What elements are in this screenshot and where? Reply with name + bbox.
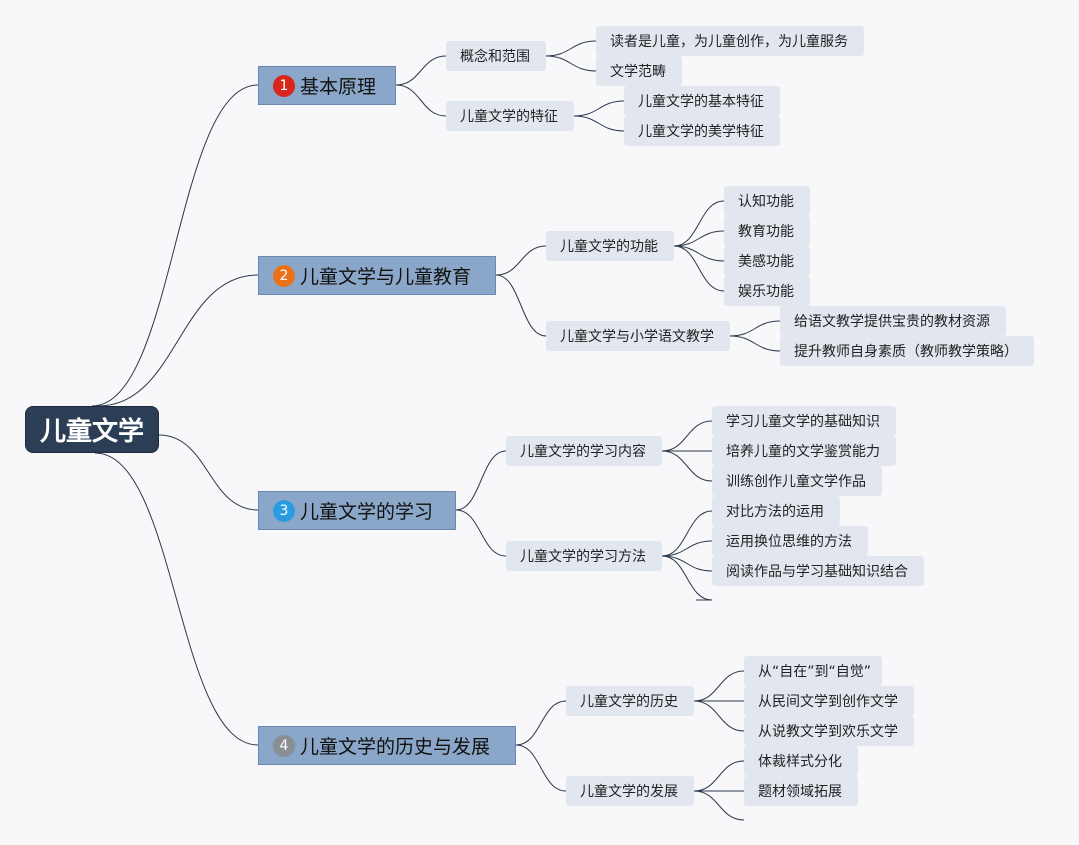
subtopic-1-2[interactable]: 儿童文学的特征 [446,101,574,131]
leaf-3-1-2[interactable]: 培养儿童的文学鉴赏能力 [712,436,896,466]
link-s21-l4 [673,245,725,292]
subtopic-4-2[interactable]: 儿童文学的发展 [566,776,694,806]
link-s11-l1 [545,40,597,57]
branch-4-topic[interactable]: 4 儿童文学的历史与发展 [258,726,516,765]
leaf-2-1-1[interactable]: 认知功能 [724,186,810,216]
link-b4-s2 [515,744,567,792]
branch-1-label: 基本原理 [300,76,377,98]
leaf-1-2-1[interactable]: 儿童文学的基本特征 [624,86,780,116]
subtopic-2-2[interactable]: 儿童文学与小学语文教学 [546,321,730,351]
priority-4-icon: 4 [273,734,295,757]
leaf-4-2-2[interactable]: 题材领域拓展 [744,776,858,806]
subtopic-4-1[interactable]: 儿童文学的历史 [566,686,694,716]
priority-2-icon: 2 [273,264,295,287]
link-s31-l3 [661,450,713,482]
branch-3-label: 儿童文学的学习 [300,501,434,523]
subtopic-2-1[interactable]: 儿童文学的功能 [546,231,674,261]
branch-4-label: 儿童文学的历史与发展 [300,736,491,758]
link-s42-l1 [693,760,745,792]
priority-1-icon: 1 [273,74,295,97]
subtopic-3-2[interactable]: 儿童文学的学习方法 [506,541,662,571]
link-s22-l1 [729,320,781,337]
link-b3-s1 [455,450,507,511]
link-s41-l1 [693,670,745,702]
link-s12-l1 [573,100,625,117]
branch-3-topic[interactable]: 3 儿童文学的学习 [258,491,456,530]
leaf-2-1-3[interactable]: 美感功能 [724,246,810,276]
link-s12-l2 [573,115,625,132]
link-s11-l2 [545,55,597,72]
link-root-branch-1 [91,84,259,407]
leaf-1-2-2[interactable]: 儿童文学的美学特征 [624,116,780,146]
leaf-4-1-2[interactable]: 从民间文学到创作文学 [744,686,914,716]
leaf-4-1-1[interactable]: 从“自在”到“自觉” [744,656,882,686]
link-s21-l1 [673,200,725,247]
link-root-branch-4 [94,452,259,746]
branch-2-label: 儿童文学与儿童教育 [300,266,472,288]
link-s41-l3 [693,700,745,732]
leaf-2-2-1[interactable]: 给语文教学提供宝贵的教材资源 [780,306,1006,336]
link-s32-l4 [661,555,713,601]
link-s21-l3 [673,245,725,262]
link-s31-l1 [661,420,713,452]
leaf-3-1-1[interactable]: 学习儿童文学的基础知识 [712,406,896,436]
link-b1-s2 [395,84,447,117]
subtopic-1-1[interactable]: 概念和范围 [446,41,546,71]
leaf-2-1-4[interactable]: 娱乐功能 [724,276,810,306]
leaf-3-1-3[interactable]: 训练创作儿童文学作品 [712,466,882,496]
link-root-branch-2 [97,274,259,407]
link-b1-s1 [395,55,447,86]
leaf-4-1-3[interactable]: 从说教文学到欢乐文学 [744,716,914,746]
branch-1-topic[interactable]: 1 基本原理 [258,66,396,105]
priority-3-icon: 3 [273,499,295,522]
root-topic[interactable]: 儿童文学 [25,406,159,453]
link-s32-l1 [661,510,713,557]
link-b2-s1 [495,245,547,276]
leaf-1-1-2[interactable]: 文学范畴 [596,56,682,86]
leaf-3-2-1[interactable]: 对比方法的运用 [712,496,840,526]
link-s42-l3 [693,790,745,821]
link-b2-s2 [495,274,547,337]
link-root-branch-3 [158,434,259,511]
link-s22-l2 [729,335,781,352]
leaf-2-2-2[interactable]: 提升教师自身素质（教师教学策略） [780,336,1034,366]
link-b3-s2 [455,509,507,557]
leaf-2-1-2[interactable]: 教育功能 [724,216,810,246]
branch-2-topic[interactable]: 2 儿童文学与儿童教育 [258,256,496,295]
leaf-3-2-3[interactable]: 阅读作品与学习基础知识结合 [712,556,924,586]
link-b4-s1 [515,700,567,746]
subtopic-3-1[interactable]: 儿童文学的学习内容 [506,436,662,466]
link-s21-l2 [673,230,725,247]
leaf-3-2-2[interactable]: 运用换位思维的方法 [712,526,868,556]
link-s32-l3 [661,555,713,572]
leaf-1-1-1[interactable]: 读者是儿童，为儿童创作，为儿童服务 [596,26,864,56]
link-s32-l2 [661,540,713,557]
leaf-4-2-1[interactable]: 体裁样式分化 [744,746,858,776]
